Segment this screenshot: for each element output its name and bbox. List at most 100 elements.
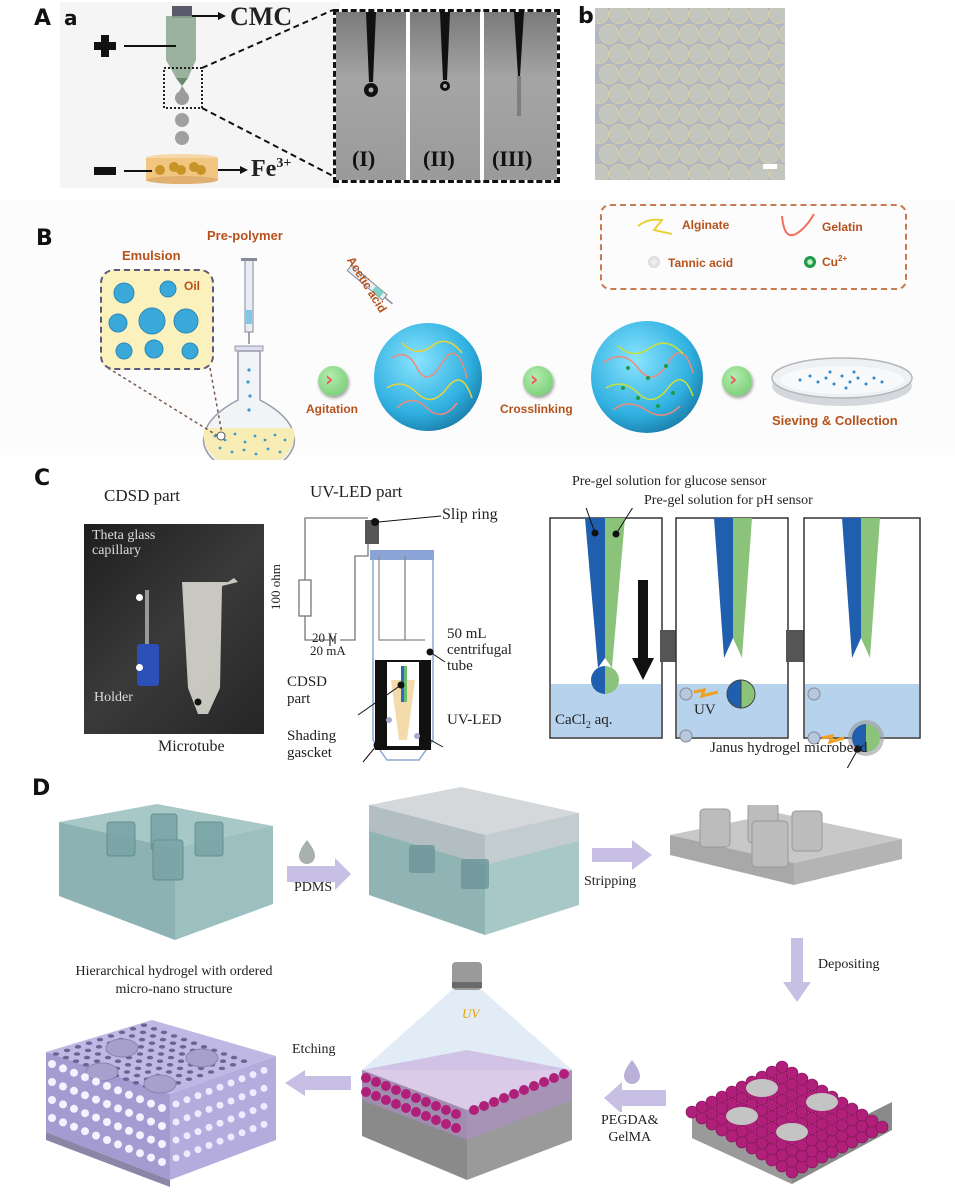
droplet — [175, 131, 189, 145]
micro-pore — [143, 1074, 177, 1094]
side-pore — [147, 1135, 155, 1144]
microbead — [599, 104, 619, 124]
glucose-label: Pre-gel solution for glucose sensor — [572, 474, 767, 489]
microbead — [709, 44, 729, 64]
side-pore — [158, 1140, 166, 1148]
holder — [137, 644, 159, 686]
side-pore — [136, 1131, 144, 1140]
fe-label: Fe3+ — [251, 156, 291, 183]
pore — [137, 1045, 145, 1049]
side-pore — [227, 1079, 235, 1087]
microbead — [629, 84, 649, 104]
micro-pore — [85, 1062, 119, 1082]
nanobead — [489, 1097, 499, 1107]
side-pore — [81, 1127, 89, 1136]
microbead — [759, 24, 779, 44]
side-pore — [136, 1149, 144, 1158]
pore — [197, 1066, 205, 1071]
side-pore — [183, 1096, 191, 1104]
microbead — [609, 124, 629, 144]
cdsd-label-line: CDSD — [287, 674, 328, 690]
janus-label: Janus hydrogel microbead — [710, 740, 868, 756]
microbead — [709, 164, 729, 180]
side-pore — [81, 1109, 89, 1118]
side-pore — [216, 1083, 224, 1091]
emulsion-label: Emulsion — [122, 248, 181, 263]
microbead — [595, 84, 609, 104]
nanobead — [549, 1073, 559, 1083]
microbead — [739, 24, 759, 44]
microbead — [729, 44, 749, 64]
microbead — [699, 144, 719, 164]
tube-label-line: 50 mL — [447, 626, 487, 642]
microbead — [769, 124, 785, 144]
cacl-text: CaCl — [555, 712, 586, 728]
side-pore — [183, 1150, 191, 1158]
side-pore — [172, 1154, 180, 1162]
cdsd-label-line: part — [287, 691, 311, 707]
pore — [160, 1030, 168, 1035]
cacl-subscript: 2 — [585, 720, 591, 731]
step-pdms: PDMS — [294, 880, 333, 895]
pillar-top — [746, 1079, 778, 1097]
cdsd-photo: Theta glass capillary Holder — [84, 524, 264, 734]
side-pore — [205, 1105, 213, 1113]
microbead — [769, 8, 785, 24]
micrograph-stage-1: (I) — [336, 12, 406, 180]
uv-curing-assembly — [361, 962, 572, 1180]
pore — [169, 1041, 177, 1045]
porous-hydrogel — [46, 1020, 276, 1187]
hydrogel-sphere-crosslinked — [591, 321, 703, 433]
side-pore — [260, 1084, 268, 1092]
pore — [114, 1059, 122, 1063]
nanobead — [865, 1114, 879, 1128]
microbeads-micrograph — [595, 8, 785, 180]
microbead — [719, 64, 739, 84]
microbead — [599, 24, 619, 44]
scale-bar — [763, 164, 777, 169]
deposited-nanobeads — [685, 1060, 892, 1184]
fe-superscript: 3+ — [276, 156, 292, 171]
pore — [93, 1059, 101, 1063]
janus-process-schematic — [549, 508, 921, 768]
pore — [132, 1081, 140, 1085]
side-pore — [136, 1095, 144, 1104]
emulsion-droplet — [113, 282, 135, 304]
nanobead — [371, 1077, 381, 1087]
pore — [180, 1037, 188, 1042]
pillar-top — [726, 1107, 758, 1125]
microbead — [629, 124, 649, 144]
microbead — [619, 144, 639, 164]
pore — [148, 1041, 156, 1045]
panel-letter-c: C — [34, 466, 51, 491]
voltage-label: 20 V — [312, 630, 338, 645]
pore — [149, 1034, 157, 1038]
microbead — [689, 164, 709, 180]
cu-swatch — [804, 256, 816, 268]
fe-text: Fe — [251, 156, 277, 182]
side-pore — [59, 1064, 67, 1073]
side-pore — [260, 1120, 268, 1128]
acetic-syringe — [346, 264, 393, 305]
nanobead — [695, 1100, 709, 1114]
microbead — [679, 144, 699, 164]
emulsion-droplet — [173, 308, 199, 334]
microbead — [629, 164, 649, 180]
microbead — [599, 64, 619, 84]
gelatin-swatch — [781, 213, 815, 237]
side-pore — [103, 1082, 111, 1090]
pegda-label-line: GelMA — [608, 1130, 652, 1145]
pore — [129, 1027, 137, 1031]
nanobead — [519, 1085, 529, 1095]
microbead — [619, 64, 639, 84]
microbead — [689, 84, 709, 104]
pore — [96, 1037, 104, 1042]
pore — [107, 1034, 115, 1038]
arrow-icon — [604, 1082, 666, 1112]
uv-led-icon — [679, 687, 693, 701]
descent-arrow — [638, 580, 648, 658]
hydrogel-sphere-precursor — [374, 323, 482, 431]
pore — [145, 1063, 153, 1067]
tube-label-line: centrifugal — [447, 642, 512, 658]
microbead — [599, 144, 619, 164]
